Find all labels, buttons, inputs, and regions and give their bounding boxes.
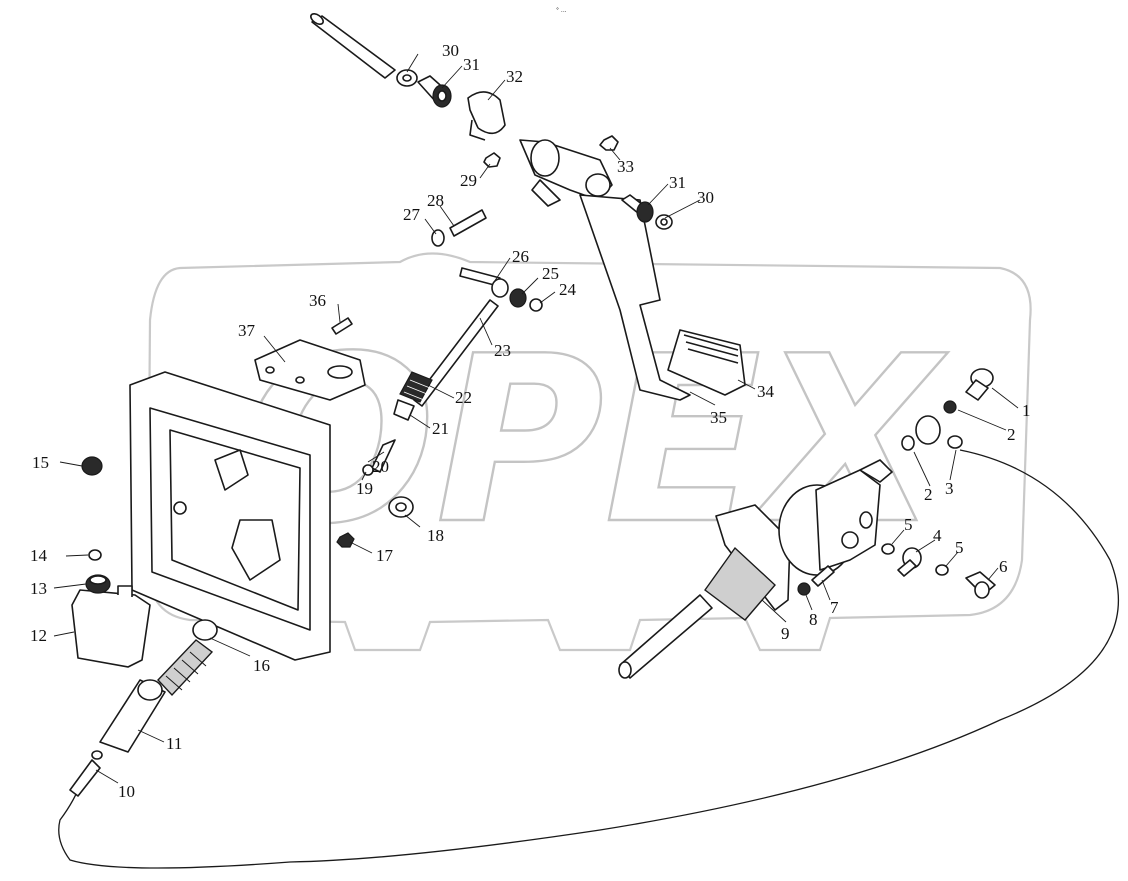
callout-30: 30	[442, 41, 459, 60]
callout-5-b: 5	[955, 538, 964, 557]
callout-35: 35	[710, 408, 727, 427]
callout-27: 27	[403, 205, 421, 224]
callout-20: 20	[372, 457, 389, 476]
header-mark: ° ...	[556, 7, 567, 14]
callout-2-lower: 2	[924, 485, 933, 504]
washer-18	[388, 496, 414, 518]
callout-18: 18	[427, 526, 444, 545]
master-cylinder-11	[99, 639, 214, 753]
bolt-7	[811, 565, 835, 587]
nut-29	[483, 152, 501, 168]
callout-10: 10	[118, 782, 135, 801]
callout-8: 8	[809, 610, 818, 629]
bracket-37	[254, 339, 366, 401]
callout-9: 9	[781, 624, 790, 643]
callout-28: 28	[427, 191, 444, 210]
callout-33: 33	[617, 157, 634, 176]
valve-body	[841, 459, 893, 549]
callout-11: 11	[166, 734, 182, 753]
callout-26: 26	[512, 247, 529, 266]
clutch-hydraulic-line	[58, 449, 1119, 869]
callout-19: 19	[356, 479, 373, 498]
callout-31-right: 31	[669, 173, 686, 192]
callout-31: 31	[463, 55, 480, 74]
plug-15	[81, 456, 103, 476]
callout-29: 29	[460, 171, 477, 190]
callout-12: 12	[30, 626, 47, 645]
pin-28	[449, 209, 487, 237]
callout-15: 15	[32, 453, 49, 472]
callout-36: 36	[309, 291, 326, 310]
banjo-bolt-6	[965, 571, 996, 599]
pedal-pad-34	[667, 329, 746, 396]
callout-7: 7	[830, 598, 839, 617]
callout-2-upper: 2	[1007, 425, 1016, 444]
washer-30-right	[655, 214, 673, 230]
washer-5-a	[881, 543, 895, 555]
o-ring-14	[88, 549, 102, 561]
fitting-10	[69, 750, 103, 797]
reservoir-cap-13	[85, 574, 111, 594]
pedal-shaft	[310, 13, 396, 79]
callout-32: 32	[506, 67, 523, 86]
callout-30-right: 30	[697, 188, 714, 207]
callout-6: 6	[999, 557, 1008, 576]
bearing-31-top	[417, 75, 452, 108]
push-rod-23	[413, 299, 499, 407]
leader-lines	[53, 53, 1019, 784]
callout-37: 37	[238, 321, 256, 340]
seal-2-upper	[943, 400, 957, 414]
bracket-clamp-32	[467, 91, 506, 141]
bearing-31-right	[621, 194, 654, 223]
circlip-24	[529, 298, 543, 312]
washer-5-b	[935, 564, 949, 576]
reservoir-12	[71, 585, 151, 668]
callout-25: 25	[542, 264, 559, 283]
o-ring-16	[192, 619, 218, 641]
bushing-25	[509, 288, 527, 308]
callout-16: 16	[253, 656, 270, 675]
callout-22: 22	[455, 388, 472, 407]
callout-14: 14	[30, 546, 48, 565]
banjo-4	[897, 547, 922, 577]
callout-5-a: 5	[904, 515, 913, 534]
callout-23: 23	[494, 341, 511, 360]
callout-24: 24	[559, 280, 577, 299]
union-3	[915, 415, 963, 449]
callout-1: 1	[1022, 401, 1031, 420]
callout-34: 34	[757, 382, 775, 401]
spring-22	[399, 371, 433, 403]
nut-17	[336, 532, 355, 548]
bolt-20	[371, 439, 396, 473]
mounting-plate	[129, 371, 331, 661]
callout-21: 21	[432, 419, 449, 438]
bolt-36	[331, 317, 353, 335]
callout-labels: 30 31 32 33 29 31 30 28 27 26 25 24 36 3…	[30, 41, 1031, 801]
pedal-lever-assembly	[519, 139, 691, 401]
callout-13: 13	[30, 579, 47, 598]
seal-2-lower	[901, 435, 915, 451]
banjo-fitting-1	[965, 368, 994, 401]
callout-17: 17	[376, 546, 394, 565]
nut-8	[797, 582, 811, 596]
washer-30-top	[396, 69, 418, 87]
pin-27	[431, 229, 445, 247]
callout-4: 4	[933, 526, 942, 545]
fork-26	[459, 267, 509, 298]
clevis-21	[393, 399, 415, 421]
callout-3: 3	[945, 479, 954, 498]
booster-9	[618, 469, 881, 679]
nut-33	[599, 135, 619, 151]
